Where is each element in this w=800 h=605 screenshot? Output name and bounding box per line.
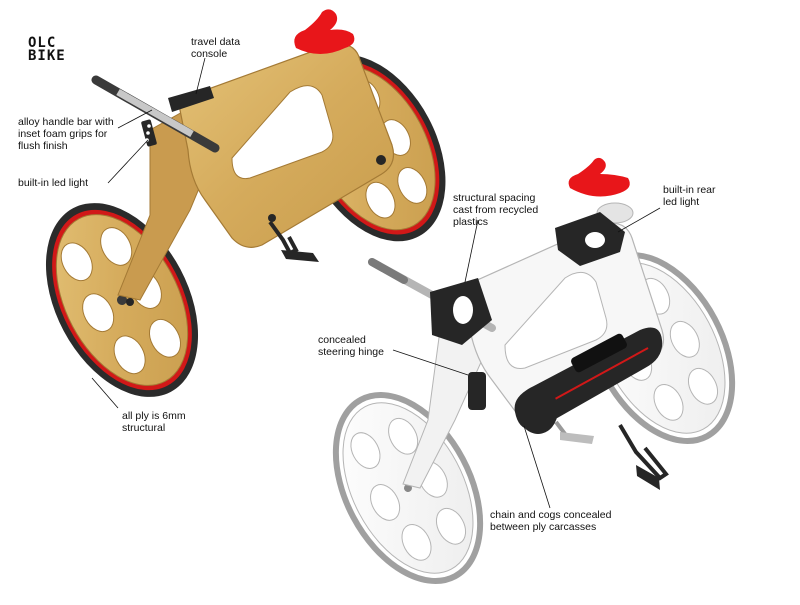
label-led-rear: built-in rear led light — [663, 184, 716, 208]
brand-logo: OLC BIKE — [28, 35, 66, 64]
spacer-block-front — [426, 278, 492, 345]
leader-spacing — [464, 219, 479, 283]
leader-lines — [91, 57, 661, 509]
leader-led-front — [107, 139, 149, 184]
label-handle-bar: alloy handle bar with inset foam grips f… — [18, 116, 114, 152]
leader-ply — [91, 377, 119, 409]
spacer-block-rear — [555, 212, 625, 266]
label-chain: chain and cogs concealed between ply car… — [490, 509, 612, 533]
label-travel-console: travel data console — [191, 36, 241, 60]
leader-led-rear — [617, 207, 661, 233]
leader-travel-console — [195, 57, 206, 95]
leader-hinge — [392, 349, 469, 376]
leader-chain — [523, 425, 551, 509]
wooden-front-wheel — [45, 203, 199, 397]
wooden-bike — [45, 9, 446, 397]
label-led-front: built-in led light — [18, 177, 89, 189]
wooden-handle-bar — [91, 75, 220, 153]
chain-housing — [514, 327, 663, 434]
hinge-block — [468, 372, 486, 410]
wooden-seat — [294, 9, 355, 54]
ghost-bike — [332, 157, 736, 584]
logo-line-2: BIKE — [28, 48, 66, 64]
logo-line-1: OLC — [28, 35, 56, 51]
label-spacing: structural spacing cast from recycled pl… — [453, 192, 539, 228]
label-hinge: concealed steering hinge — [318, 334, 384, 358]
label-ply: all ply is 6mm structural — [122, 410, 186, 434]
leader-handle-bar — [117, 109, 153, 129]
ghost-seat — [568, 157, 630, 197]
